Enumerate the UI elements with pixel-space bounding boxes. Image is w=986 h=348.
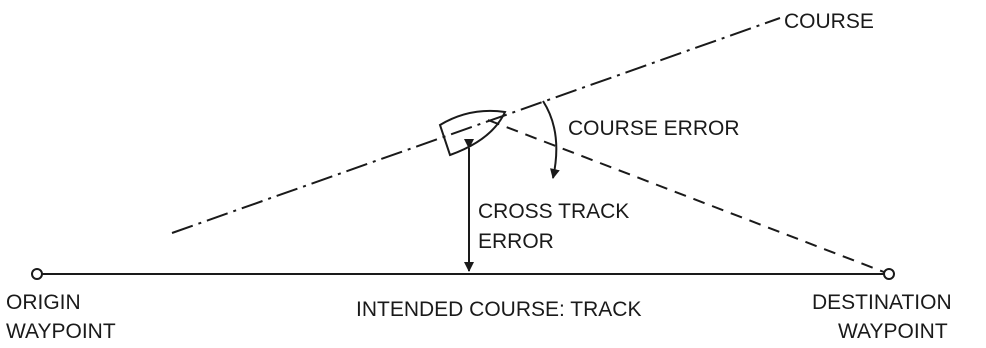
origin-label-line2: WAYPOINT (6, 320, 116, 343)
track-label: INTENDED COURSE: TRACK (356, 298, 641, 321)
destination-label-line2: WAYPOINT (838, 320, 948, 343)
origin-label-line1: ORIGIN (6, 291, 81, 314)
course-error-arc (542, 100, 560, 179)
cross-track-error-label-line1: CROSS TRACK (478, 200, 629, 223)
course-line (171, 17, 781, 234)
origin-waypoint-marker (31, 268, 43, 280)
course-error-label: COURSE ERROR (568, 117, 740, 140)
destination-waypoint-marker (883, 268, 895, 280)
cross-track-error-label-line2: ERROR (478, 230, 554, 253)
boat-icon (438, 109, 507, 157)
bearing-to-destination-line (487, 119, 885, 273)
course-label: COURSE (784, 10, 874, 33)
destination-label-line1: DESTINATION (812, 291, 952, 314)
